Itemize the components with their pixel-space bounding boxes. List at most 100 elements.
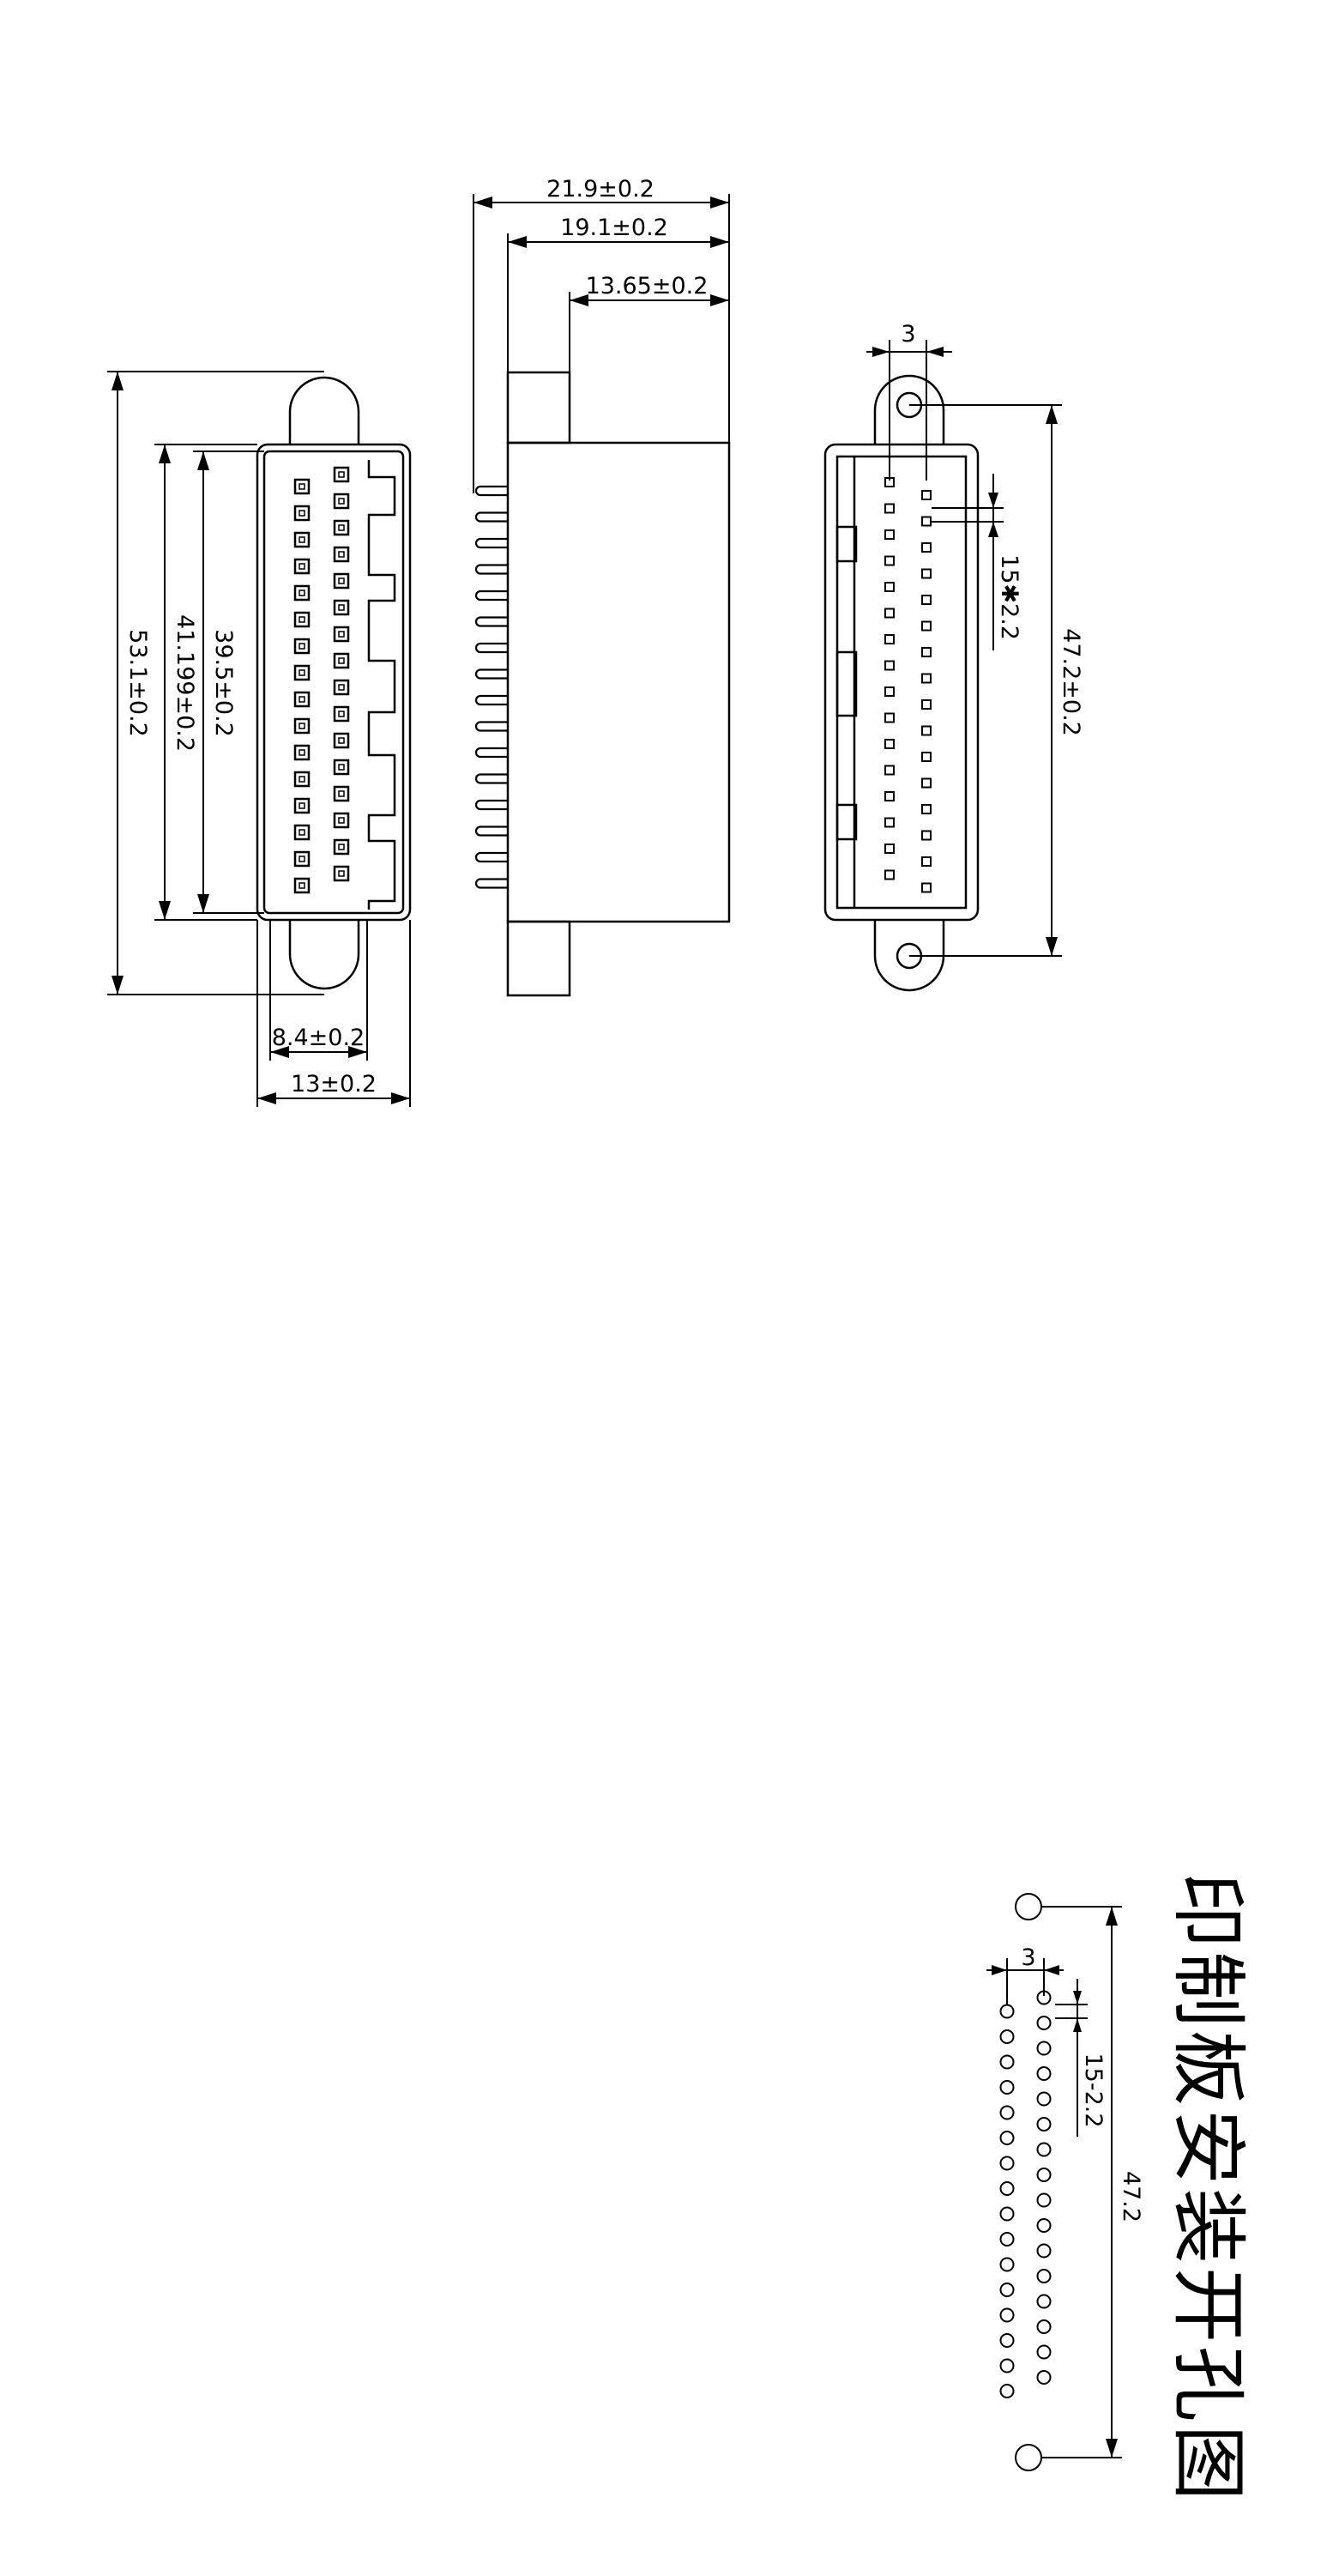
dim-shell-length: 41.199±0.2 <box>172 614 198 752</box>
dim-overall-length: 53.1±0.2 <box>124 629 151 737</box>
pcb-pin-hole <box>999 2232 1015 2246</box>
side-pin-tail <box>474 590 508 602</box>
pcb-pin-hole <box>999 2004 1015 2019</box>
front-dimensions <box>107 371 411 1107</box>
front-pin-grid <box>293 466 350 894</box>
pcb-pin-hole <box>1036 2192 1052 2208</box>
side-pin-tail <box>474 694 508 706</box>
front-pin-core <box>338 844 345 850</box>
front-pin-core <box>338 631 345 638</box>
front-pin-core <box>299 536 305 543</box>
rear-pin <box>921 777 932 789</box>
front-pin <box>293 584 311 602</box>
pcb-pin-hole <box>1036 2294 1052 2309</box>
rear-pin <box>884 817 895 828</box>
pcb-pin-hole <box>999 2080 1015 2095</box>
rear-pin <box>921 804 932 814</box>
front-pin-core <box>338 870 345 877</box>
front-outer-shell <box>256 443 412 922</box>
pcb-dim-mount-spacing: 47.2 <box>1118 2171 1144 2222</box>
rear-pin-grid <box>884 477 932 893</box>
pcb-pin-hole <box>999 2029 1015 2044</box>
front-pin-core <box>299 723 305 729</box>
rear-pin <box>884 608 895 619</box>
side-view <box>474 371 731 997</box>
rear-pin <box>884 869 895 880</box>
pcb-pin-hole <box>1036 2319 1052 2334</box>
rear-key-slot-2 <box>835 650 858 717</box>
front-pin-core <box>299 616 305 623</box>
rear-pin <box>921 752 932 762</box>
pcb-pin-hole <box>999 2156 1015 2171</box>
pcb-pin-hole <box>999 2307 1015 2323</box>
rear-pin <box>884 660 895 671</box>
dim-flange-depth: 13.65±0.2 <box>586 273 709 299</box>
side-top-flange <box>506 371 571 444</box>
pcb-pin-hole <box>999 2384 1015 2398</box>
pcb-dim-row-spacing: 3 <box>1021 1944 1035 1971</box>
front-pin-core <box>299 590 305 596</box>
pcb-pin-hole <box>999 2333 1015 2348</box>
rear-pin <box>884 582 895 592</box>
front-pin <box>333 572 350 590</box>
front-pin <box>333 705 350 723</box>
front-pin-core <box>299 563 305 570</box>
front-pin <box>333 466 350 483</box>
front-pin <box>333 812 350 829</box>
front-pin <box>293 824 311 841</box>
front-pin <box>333 679 350 696</box>
front-pin-core <box>299 829 305 836</box>
front-pin <box>333 732 350 749</box>
dim-body-depth: 19.1±0.2 <box>560 215 668 241</box>
front-pin <box>293 717 311 735</box>
front-pin <box>293 611 311 628</box>
dim-pin-pitch: 15✱2.2 <box>996 554 1022 640</box>
front-pin <box>293 797 311 814</box>
front-top-ear <box>288 376 360 444</box>
rear-pin <box>884 555 895 566</box>
front-pin <box>333 838 350 856</box>
rear-pin <box>884 686 895 697</box>
front-pin <box>333 626 350 643</box>
side-dimensions <box>473 194 730 493</box>
rear-pin <box>921 882 932 893</box>
pcb-pin-hole <box>1036 2091 1052 2107</box>
front-pin <box>333 652 350 669</box>
front-pin-core <box>338 684 345 691</box>
front-pin <box>333 785 350 802</box>
front-pin <box>293 505 311 522</box>
pcb-pin-hole <box>1036 2344 1052 2360</box>
rear-pin <box>921 516 932 527</box>
side-pin-tail <box>474 825 508 837</box>
front-pin-core <box>299 749 305 756</box>
pcb-pin-hole <box>1036 2142 1052 2157</box>
side-bottom-flange <box>506 920 571 997</box>
front-pin <box>293 771 311 788</box>
rear-pin <box>921 595 932 605</box>
front-pin <box>293 638 311 655</box>
pcb-pin-hole <box>1036 2066 1052 2081</box>
dim-row-spacing: 3 <box>901 321 915 348</box>
pcb-pin-hole <box>1036 2168 1052 2182</box>
side-pin-tail <box>474 564 508 575</box>
pcb-pin-hole <box>999 2054 1015 2070</box>
rear-pin <box>884 739 895 749</box>
pcb-pin-hole <box>999 2283 1015 2297</box>
side-pin-tail <box>474 799 508 811</box>
side-pin-tail <box>474 485 508 497</box>
front-pin-core <box>338 471 345 478</box>
rear-pin <box>921 568 932 579</box>
rear-dimensions <box>866 340 1062 957</box>
side-pin-tails <box>474 485 508 889</box>
side-pin-tail <box>474 773 508 784</box>
front-pin-core <box>338 657 345 664</box>
front-pin <box>293 691 311 708</box>
rear-view <box>823 374 980 992</box>
rear-pin <box>921 725 932 736</box>
pcb-pin-hole <box>999 2105 1015 2120</box>
front-pin-core <box>299 510 305 517</box>
front-pin <box>293 664 311 681</box>
front-pin <box>333 759 350 776</box>
pcb-mount-hole-bottom <box>1015 2444 1042 2471</box>
front-pin-core <box>338 551 345 558</box>
